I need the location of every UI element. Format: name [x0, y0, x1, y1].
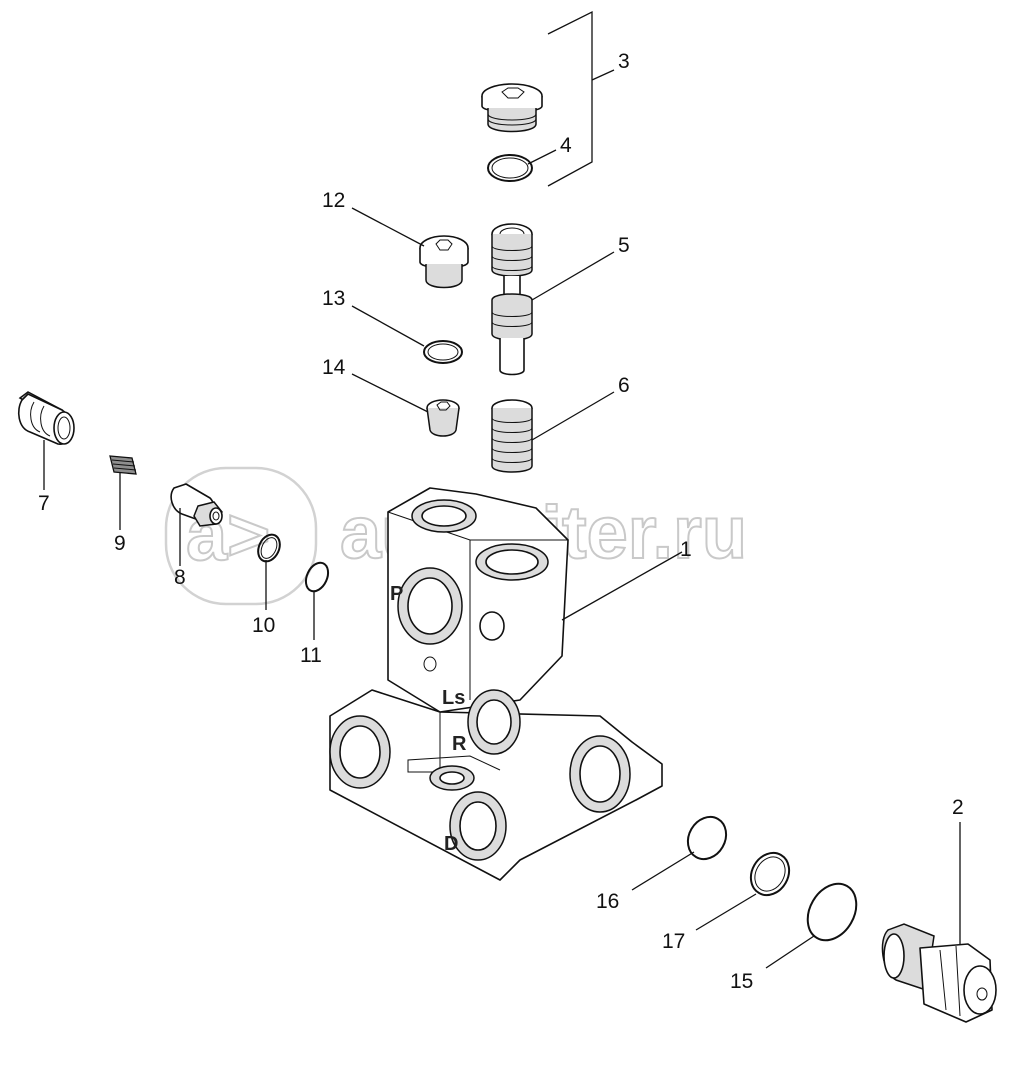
part-13-oring — [423, 340, 463, 364]
leader-13 — [351, 305, 425, 347]
part-14-insert — [426, 399, 460, 437]
callout-17: 17 — [662, 930, 685, 953]
part-3-plug — [481, 83, 543, 133]
callout-8: 8 — [174, 566, 186, 589]
callout-7: 7 — [38, 492, 50, 515]
callout-4: 4 — [560, 134, 572, 157]
part-12-plug — [419, 235, 469, 289]
part-10-oring — [257, 533, 281, 563]
port-label-p: P — [390, 583, 403, 605]
leader-12 — [351, 207, 425, 247]
leader-14 — [351, 373, 429, 413]
callout-13: 13 — [322, 287, 345, 310]
callout-labels: 1 2 3 4 5 6 7 8 9 10 11 12 13 14 15 16 1… — [38, 50, 964, 993]
watermark-badge-frame — [164, 466, 318, 606]
leader-6 — [531, 391, 615, 441]
part-8-fitting — [170, 483, 223, 527]
port-label-r: R — [452, 733, 467, 755]
part-2-relief-cartridge — [881, 923, 997, 1023]
part-17-oring — [749, 851, 791, 897]
part-1-valve-body: P Ls R D — [329, 487, 663, 881]
part-16-oring — [686, 815, 728, 861]
port-label-ls: Ls — [442, 687, 465, 709]
part-9-spring — [109, 455, 137, 475]
callout-11: 11 — [300, 644, 322, 667]
part-11-oring — [304, 561, 330, 593]
bracket-3-4 — [547, 10, 593, 187]
leader-1 — [561, 551, 683, 621]
part-13-oring-inner — [427, 343, 459, 361]
leader-4 — [527, 149, 557, 165]
callout-6: 6 — [618, 374, 630, 397]
leader-17 — [695, 893, 757, 931]
leader-15 — [765, 935, 815, 969]
leader-16 — [631, 851, 695, 891]
part-15-oring — [806, 882, 858, 942]
part-4-oring — [487, 154, 533, 182]
part-5-spool — [491, 223, 533, 376]
part-17-oring-inner — [754, 856, 786, 892]
callout-15: 15 — [730, 970, 753, 993]
callout-3: 3 — [618, 50, 630, 73]
leader-5 — [531, 251, 615, 301]
callout-12: 12 — [322, 189, 345, 212]
callout-9: 9 — [114, 532, 126, 555]
part-10-oring-inner — [260, 537, 278, 559]
port-label-d: D — [444, 833, 458, 855]
callout-1: 1 — [680, 538, 692, 561]
leader-lines — [43, 69, 961, 969]
callout-5: 5 — [618, 234, 630, 257]
leader-3 — [591, 69, 615, 81]
part-6-spring — [491, 399, 533, 473]
callout-2: 2 — [952, 796, 964, 819]
callout-16: 16 — [596, 890, 619, 913]
callout-14: 14 — [322, 356, 346, 379]
part-7-plug — [17, 391, 75, 445]
part-4-oring-inner — [491, 157, 529, 179]
callout-10: 10 — [252, 614, 275, 637]
